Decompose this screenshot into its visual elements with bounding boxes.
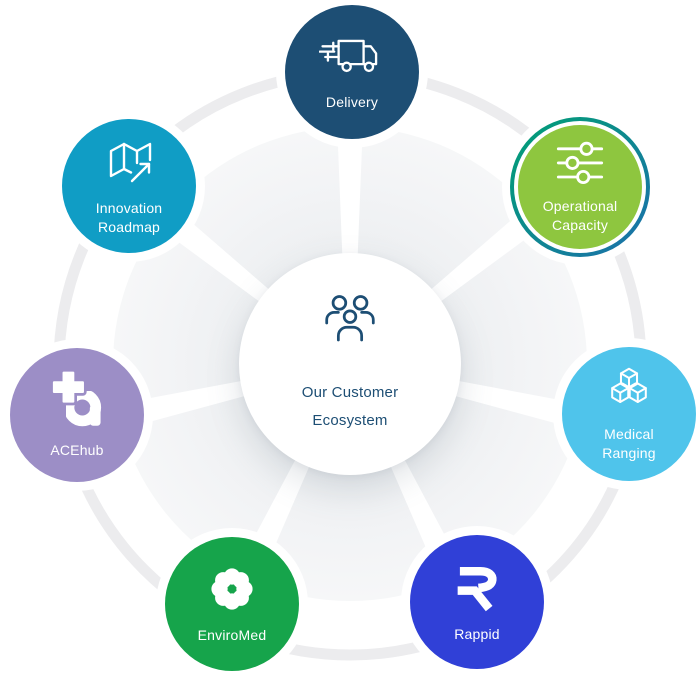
cubes-icon: [602, 366, 656, 414]
node-operational-capacity[interactable]: Operational Capacity: [518, 125, 642, 249]
node-medical-ranging-label: Medical Ranging: [602, 426, 656, 461]
center-hub-label: Our Customer Ecosystem: [301, 384, 399, 429]
node-delivery-label: Delivery: [325, 94, 379, 111]
node-medical-ranging[interactable]: Medical Ranging: [562, 347, 696, 481]
node-innovation-roadmap[interactable]: Innovation Roadmap: [62, 119, 196, 253]
node-innovation-roadmap-label: Innovation Roadmap: [95, 200, 163, 235]
delivery-truck-icon: [319, 32, 385, 82]
node-rappid-label: Rappid: [454, 626, 500, 643]
node-acehub[interactable]: ACEhub: [10, 348, 144, 482]
acehub-logo: [47, 370, 107, 430]
map-arrow-icon: [101, 136, 157, 188]
highlight-ring-gap: Operational Capacity: [514, 121, 646, 253]
node-delivery[interactable]: Delivery: [285, 5, 419, 139]
center-hub: Our Customer Ecosystem: [239, 253, 461, 475]
rappid-logo: [448, 560, 506, 614]
node-operational-capacity-label: Operational Capacity: [542, 198, 618, 233]
sliders-icon: [554, 140, 606, 188]
node-rappid[interactable]: Rappid: [410, 535, 544, 669]
node-enviromed[interactable]: EnviroMed: [165, 537, 299, 671]
highlight-ring[interactable]: Operational Capacity: [510, 117, 650, 257]
node-acehub-label: ACEhub: [50, 442, 104, 459]
people-group-icon: [314, 293, 386, 353]
node-enviromed-label: EnviroMed: [197, 627, 267, 644]
flower-logo: [206, 563, 258, 615]
